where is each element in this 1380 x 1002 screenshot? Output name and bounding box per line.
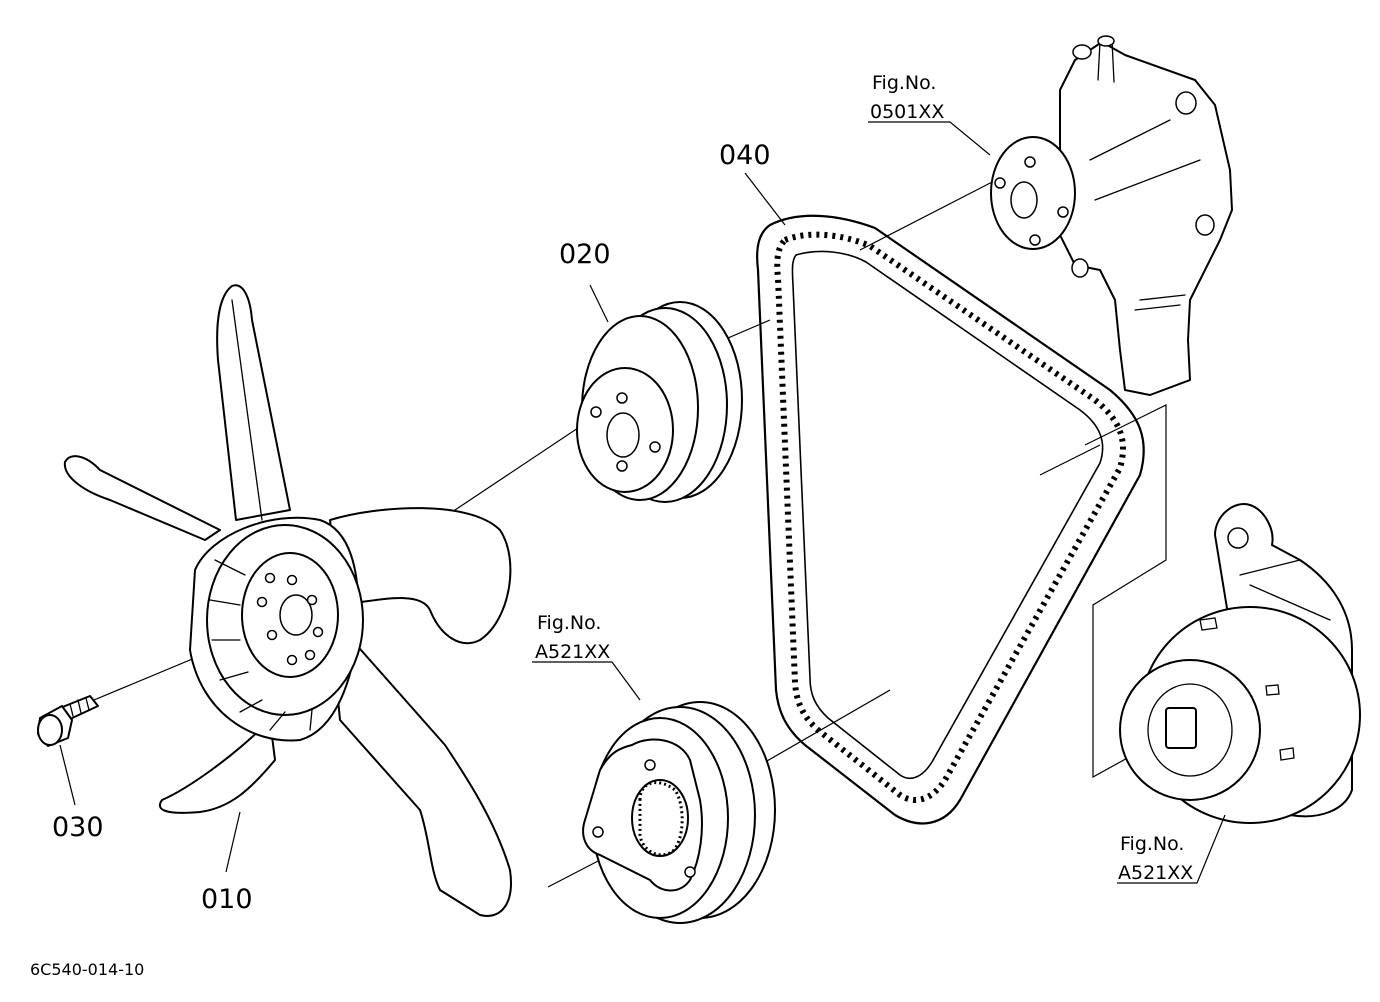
- alternator: [1119, 503, 1361, 824]
- fan-belt: [756, 214, 1145, 825]
- leader-lines: [59, 121, 1226, 884]
- fan-bolt: [37, 695, 99, 747]
- cooling-fan: [63, 284, 512, 917]
- water-pump: [990, 35, 1233, 396]
- ref-alternator-fig: Fig.No.: [1120, 833, 1184, 855]
- drawing-code: 6C540-014-10: [30, 960, 144, 979]
- part-label-020: 020: [559, 239, 611, 270]
- ref-crank-pulley-code: A521XX: [535, 641, 610, 663]
- ref-alternator-code: A521XX: [1118, 862, 1193, 884]
- part-label-030: 030: [52, 812, 104, 843]
- ref-water-pump-fig: Fig.No.: [872, 72, 936, 94]
- part-label-010: 010: [201, 884, 253, 915]
- ref-water-pump-code: 0501XX: [870, 101, 944, 123]
- part-label-040: 040: [719, 140, 771, 171]
- crankshaft-pulley: [582, 701, 776, 924]
- ref-crank-pulley-fig: Fig.No.: [537, 612, 601, 634]
- fan-pulley: [576, 301, 743, 503]
